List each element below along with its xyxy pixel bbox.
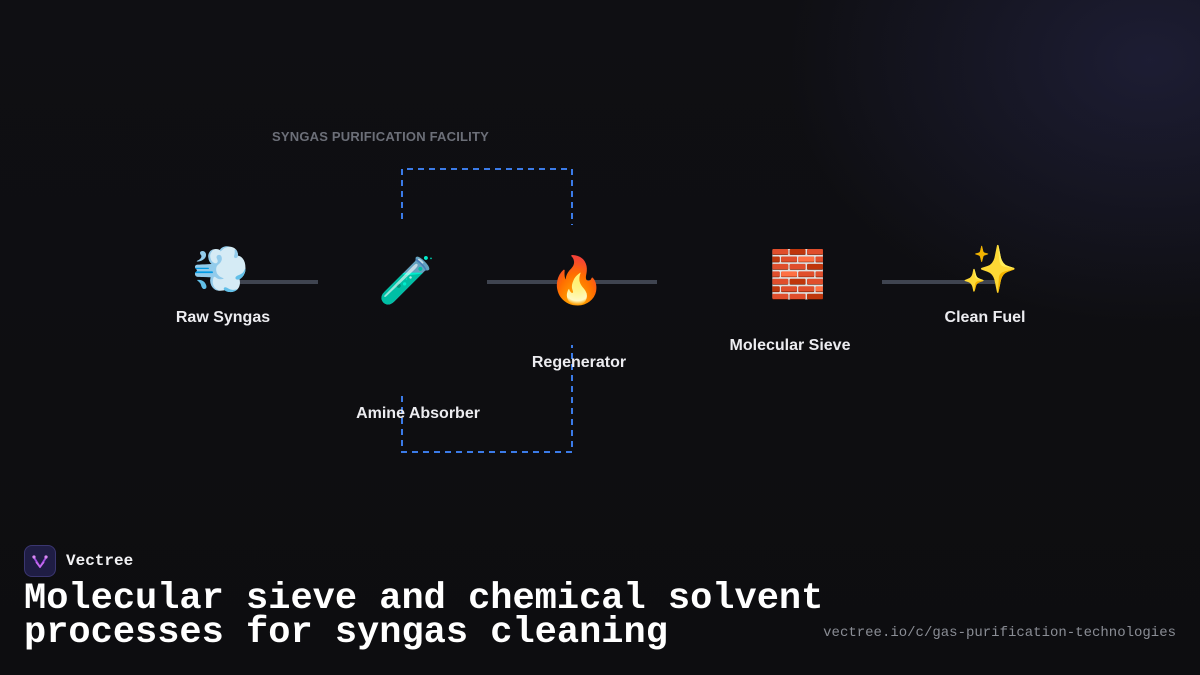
solvent-return-loop-bottom bbox=[401, 345, 573, 453]
page-headline: Molecular sieve and chemical solvent pro… bbox=[24, 578, 824, 654]
fire-icon: 🔥 bbox=[548, 253, 605, 307]
facility-label: SYNGAS PURIFICATION FACILITY bbox=[272, 129, 489, 144]
test-tube-icon: 🧪 bbox=[378, 253, 435, 307]
dashing-away-icon: 💨 bbox=[192, 242, 249, 296]
vectree-logo-icon bbox=[24, 545, 56, 577]
brand-name: Vectree bbox=[66, 552, 134, 570]
node-regenerator: 🔥 Regenerator bbox=[532, 253, 626, 371]
node-label-amine-absorber: Amine Absorber bbox=[356, 405, 480, 422]
sparkles-icon: ✨ bbox=[961, 242, 1018, 296]
node-molecular-sieve: 🧱 Molecular Sieve bbox=[730, 247, 851, 354]
node-raw-syngas: 💨 Raw Syngas bbox=[176, 242, 270, 326]
node-amine-absorber: 🧪 Amine Absorber bbox=[356, 253, 480, 422]
node-label-molecular-sieve: Molecular Sieve bbox=[730, 337, 851, 354]
node-label-raw-syngas: Raw Syngas bbox=[176, 309, 270, 326]
brick-icon: 🧱 bbox=[769, 247, 826, 301]
solvent-return-loop-top bbox=[401, 168, 573, 225]
brand: Vectree bbox=[24, 544, 133, 578]
source-url: vectree.io/c/gas-purification-technologi… bbox=[823, 625, 1176, 641]
node-label-clean-fuel: Clean Fuel bbox=[945, 309, 1026, 326]
node-clean-fuel: ✨ Clean Fuel bbox=[945, 242, 1026, 326]
node-label-regenerator: Regenerator bbox=[532, 354, 626, 371]
